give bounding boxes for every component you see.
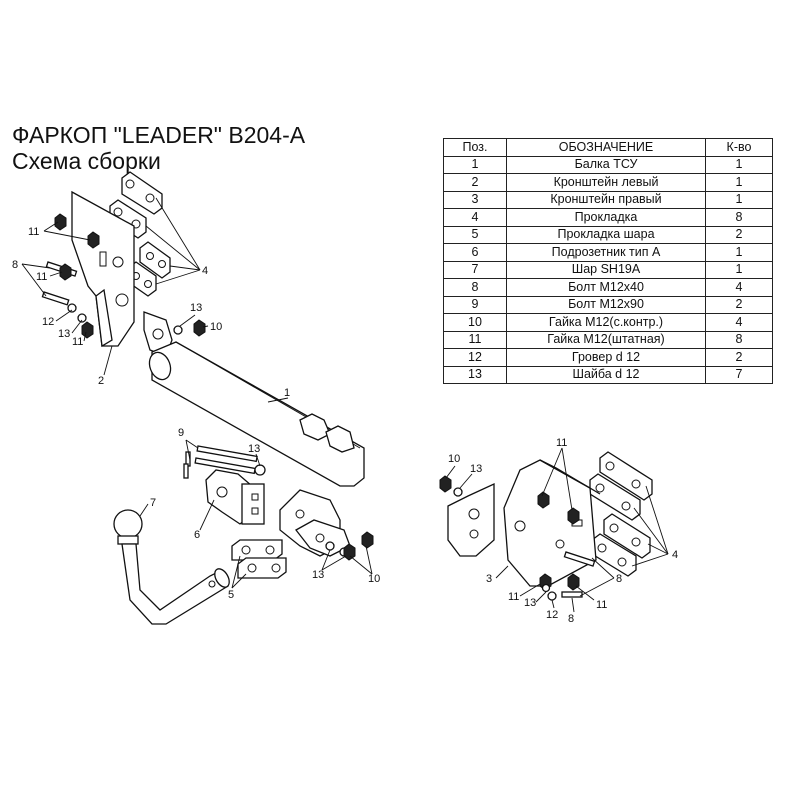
callout-11: 11 [72, 336, 83, 348]
callout-8: 8 [12, 259, 18, 271]
callout-11: 11 [36, 271, 47, 283]
callout-9: 9 [178, 427, 184, 439]
leader-lines [21, 197, 669, 613]
right-bracket [503, 459, 601, 587]
center-bracket [279, 489, 374, 561]
callout-12: 12 [42, 316, 54, 328]
callout-4: 4 [202, 265, 208, 277]
callout-13: 13 [524, 597, 536, 609]
diagram-title: ФАРКОП "LEADER" B204-A [12, 122, 306, 148]
callout-13: 13 [190, 302, 202, 314]
tow-beam [143, 311, 495, 557]
callout-10: 10 [210, 321, 222, 333]
callout-labels: 11 8 11 12 13 11 2 4 13 10 1 9 13 7 6 5 … [12, 226, 678, 625]
callout-11: 11 [508, 591, 519, 603]
cell-name: Болт М12х90 [506, 295, 706, 314]
cell-name: Подрозетник тип А [506, 243, 706, 262]
socket-plate [183, 445, 266, 525]
callout-2: 2 [98, 375, 104, 387]
callout-11: 11 [28, 226, 39, 238]
callout-13: 13 [58, 328, 70, 340]
ball-spacer-plates [231, 539, 287, 579]
callout-11: 11 [596, 599, 607, 611]
callout-12: 12 [546, 609, 558, 621]
callout-13: 13 [470, 463, 482, 475]
callout-8: 8 [568, 613, 574, 625]
parts-table-header: Поз. ОБОЗНАЧЕНИЕ К-во [443, 138, 773, 157]
cell-name: Шайба d 12 [506, 365, 706, 384]
callout-7: 7 [150, 497, 156, 509]
cell-name: Гайка М12(с.контр.) [506, 313, 706, 332]
callout-10: 10 [368, 573, 380, 585]
callout-13: 13 [312, 569, 324, 581]
callout-3: 3 [486, 573, 492, 585]
cell-qty: 7 [705, 365, 773, 384]
cell-name: Прокладка шара [506, 225, 706, 244]
beam-fasteners [173, 319, 463, 497]
cell-qty: 2 [705, 225, 773, 244]
callout-4: 4 [672, 549, 678, 561]
cell-pos: 11 [443, 330, 507, 349]
callout-8: 8 [616, 573, 622, 585]
callout-6: 6 [194, 529, 200, 541]
diagram-subtitle: Схема сборки [12, 148, 161, 174]
callout-5: 5 [228, 589, 234, 601]
left-fasteners [41, 213, 100, 339]
right-spacer-plates [589, 451, 653, 577]
header-position: Поз. [443, 138, 507, 157]
callout-1: 1 [284, 387, 290, 399]
tow-ball [113, 509, 230, 625]
cell-pos: 13 [443, 365, 507, 384]
callout-10: 10 [448, 453, 460, 465]
callout-11: 11 [556, 437, 567, 449]
cell-name: Кронштейн левый [506, 173, 706, 192]
callout-13: 13 [248, 443, 260, 455]
left-bracket [71, 190, 135, 348]
